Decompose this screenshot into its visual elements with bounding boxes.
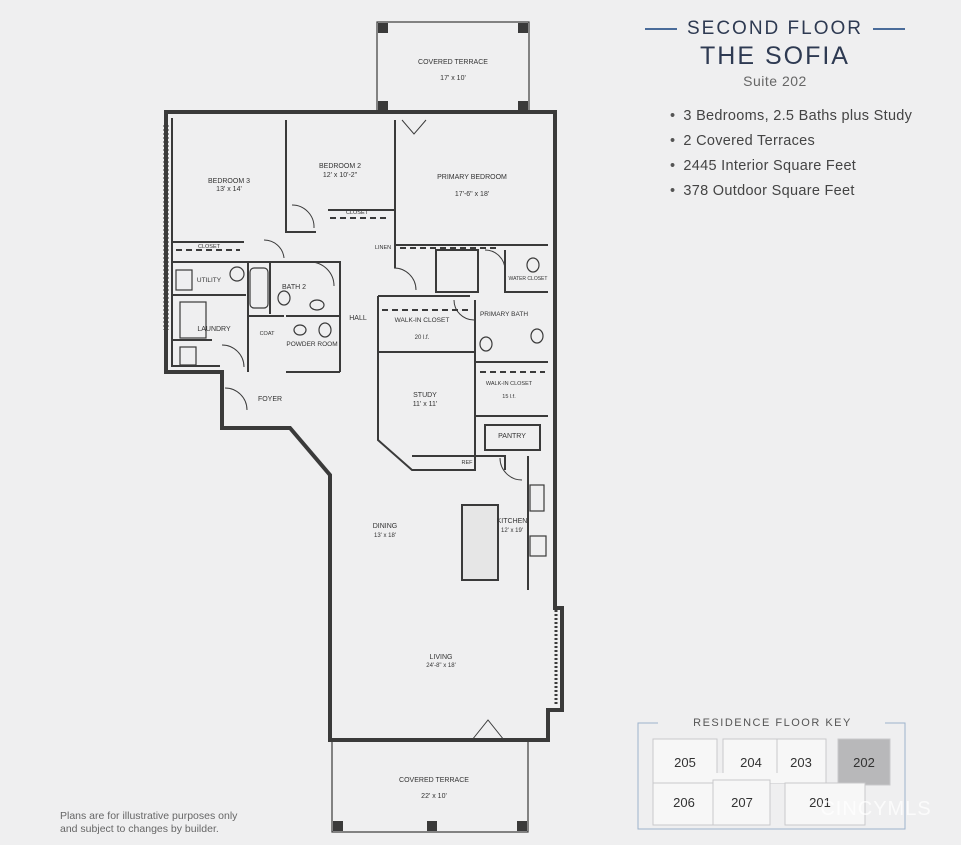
watermark: CINCYMLS [820, 798, 931, 820]
room-label: PRIMARY BATH [480, 311, 528, 318]
disclaimer-line: and subject to changes by builder. [60, 823, 219, 835]
room-label: FOYER [258, 396, 282, 403]
suite-number: Suite 202 [743, 73, 807, 89]
room-label: LINEN [375, 245, 391, 251]
room-label: POWDER ROOM [286, 341, 337, 348]
room-label: COAT [260, 331, 276, 337]
room-label: LAUNDRY [197, 326, 231, 333]
room-label: KITCHEN [497, 518, 528, 525]
room-label: STUDY [413, 392, 437, 399]
floor-level-title: SECOND FLOOR [640, 18, 910, 40]
bottom-terrace-outline [331, 739, 529, 833]
title-rule-left [644, 28, 677, 30]
room-label: LIVING [430, 654, 453, 661]
feature-item: 2445 Interior Square Feet [670, 158, 912, 174]
unit-205 [652, 738, 718, 784]
unit-207 [712, 779, 771, 826]
room-size: 13' x 14' [216, 186, 242, 193]
unit-label: 203 [790, 755, 812, 770]
room-label: PANTRY [498, 433, 526, 440]
room-size: 20 l.f. [415, 335, 430, 341]
room-label: HALL [349, 315, 367, 322]
room-label: WALK-IN CLOSET [486, 381, 533, 387]
room-label: CLOSET [198, 244, 221, 250]
room-label: COVERED TERRACE [418, 59, 488, 66]
floor-key-title: RESIDENCE FLOOR KEY [693, 717, 852, 729]
room-label: BEDROOM 2 [319, 163, 361, 170]
feature-item: 2 Covered Terraces [670, 133, 912, 149]
unit-203 [776, 738, 827, 784]
room-label: REF [462, 460, 474, 466]
unit-label: 201 [809, 795, 831, 810]
room-size: 24'-8" x 18' [426, 663, 455, 669]
disclaimer-line: Plans are for illustrative purposes only [60, 810, 238, 822]
floor-level-text: SECOND FLOOR [686, 18, 864, 39]
room-size: 13' x 18' [374, 533, 396, 539]
room-size: 12' x 19' [501, 528, 523, 534]
residence-name: THE SOFIA [700, 42, 850, 70]
feature-list: 3 Bedrooms, 2.5 Baths plus Study 2 Cover… [670, 108, 912, 208]
room-size: 11' x 11' [413, 401, 438, 408]
unit-label: 206 [673, 795, 695, 810]
room-label: BATH 2 [282, 284, 306, 291]
disclaimer-note: Plans are for illustrative purposes only… [60, 810, 237, 836]
unit-201 [784, 782, 866, 826]
plan-header: SECOND FLOOR THE SOFIA Suite 202 [640, 18, 910, 89]
title-rule-right [873, 28, 906, 30]
room-label: BEDROOM 3 [208, 178, 250, 185]
feature-item: 378 Outdoor Square Feet [670, 183, 912, 199]
room-label: WALK-IN CLOSET [395, 317, 450, 324]
room-size: 17'-6" x 18' [455, 191, 489, 198]
room-label: COVERED TERRACE [399, 777, 469, 784]
feature-item: 3 Bedrooms, 2.5 Baths plus Study [670, 108, 912, 124]
room-label: UTILITY [197, 277, 222, 284]
unit-label: 204 [740, 755, 762, 770]
unit-label: 202 [853, 755, 875, 770]
room-size: 22' x 10' [421, 793, 447, 800]
unit-202-highlighted [837, 738, 891, 786]
unit-label: 207 [731, 795, 753, 810]
unit-label: 205 [674, 755, 696, 770]
unit-206 [652, 782, 714, 826]
room-size: 15 l.f. [502, 394, 516, 400]
room-label: CLOSET [346, 210, 369, 216]
room-label: WATER CLOSET [509, 276, 548, 282]
room-label: DINING [373, 523, 398, 530]
room-label: PRIMARY BEDROOM [437, 174, 507, 181]
room-size: 17' x 10' [440, 75, 466, 82]
room-size: 12' x 10'-2" [323, 172, 358, 179]
